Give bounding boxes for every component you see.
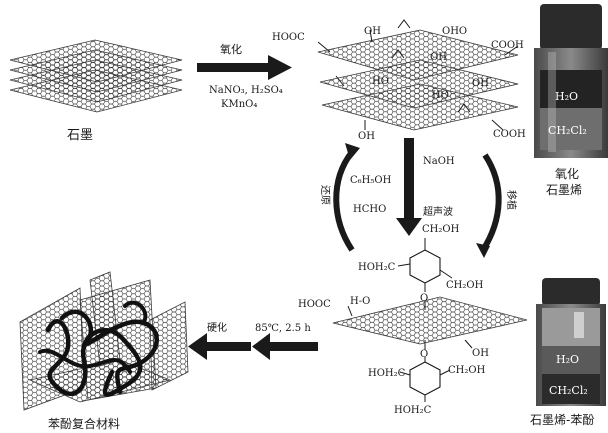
ultrasound-label: 超声波 (423, 205, 453, 218)
gp-caption: 石墨烯-苯酚 (530, 413, 594, 427)
go-cooh-bottomright: COOH (493, 129, 526, 140)
vial2-water-label: H₂O (556, 353, 579, 366)
oxidation-label: 氧化 (220, 42, 242, 56)
composite-label: 苯酚复合材料 (48, 416, 120, 431)
curing-arrow-left (188, 333, 251, 360)
graphene-oxide-sheets (317, 19, 519, 131)
go-oho: OHO (442, 26, 467, 37)
go-cooh-topright: COOH (491, 40, 524, 51)
go-oh-2: OH (430, 52, 447, 63)
go-ho-6: HO (432, 90, 449, 101)
naoh-label: NaOH (423, 156, 455, 167)
vial1-water-label: H₂O (555, 90, 578, 103)
vial2-dcm-label: CH₂Cl₂ (549, 384, 588, 397)
down-arrow (396, 138, 422, 236)
oxidation-arrow (197, 55, 292, 80)
go-caption-1: 氧化 (555, 167, 579, 181)
transfer-arc-arrow (476, 153, 502, 258)
gp-hoh2c-left: HOH₂C (358, 262, 396, 273)
gp-hoh2c-bottom-1: HOH₂C (368, 368, 406, 379)
vial-graphene-oxide (534, 4, 608, 158)
go-cooh-topleft: HOOC (272, 32, 305, 43)
gp-hooc: HOOC (298, 299, 331, 310)
reduction-arc-arrow (333, 143, 360, 252)
go-oh-4: OH (472, 78, 489, 89)
curing-label: 硬化 (207, 321, 227, 334)
oxidation-reagents-2: KMnO₄ (221, 99, 257, 110)
curing-arrow-right (252, 333, 318, 360)
graphite-stack (9, 39, 183, 113)
reduction-label: 还原 (319, 185, 331, 205)
go-oh-5: OH (358, 131, 375, 142)
go-caption-2: 石墨烯 (546, 183, 582, 197)
vial1-dcm-label: CH₂Cl₂ (548, 124, 587, 137)
gp-hoh2c-bottom-2: HOH₂C (394, 405, 432, 416)
graphene-phenol-sheet (332, 238, 528, 402)
gp-o-bottom: O (420, 349, 428, 360)
reduction-reagent-2: HCHO (353, 204, 386, 215)
reduction-reagent-1: C₆H₅OH (350, 175, 392, 186)
go-oh-1: OH (364, 26, 381, 37)
gp-o-top: O (420, 293, 428, 304)
curing-conditions-label: 85℃, 2.5 h (255, 323, 311, 334)
phenol-composite (19, 271, 189, 411)
oxidation-reagents-1: NaNO₃, H₂SO₄ (209, 85, 283, 96)
transfer-label: 移植 (505, 190, 518, 210)
gp-h-o: H-O (350, 296, 370, 307)
gp-ch2oh-top: CH₂OH (422, 224, 460, 235)
graphite-label: 石墨 (67, 128, 93, 143)
gp-oh: OH (472, 348, 489, 359)
vial-graphene-phenol (536, 278, 606, 406)
gp-ch2oh-bottom: CH₂OH (448, 365, 486, 376)
go-ho-3: HO (372, 76, 389, 87)
gp-ch2oh-right: CH₂OH (446, 280, 484, 291)
